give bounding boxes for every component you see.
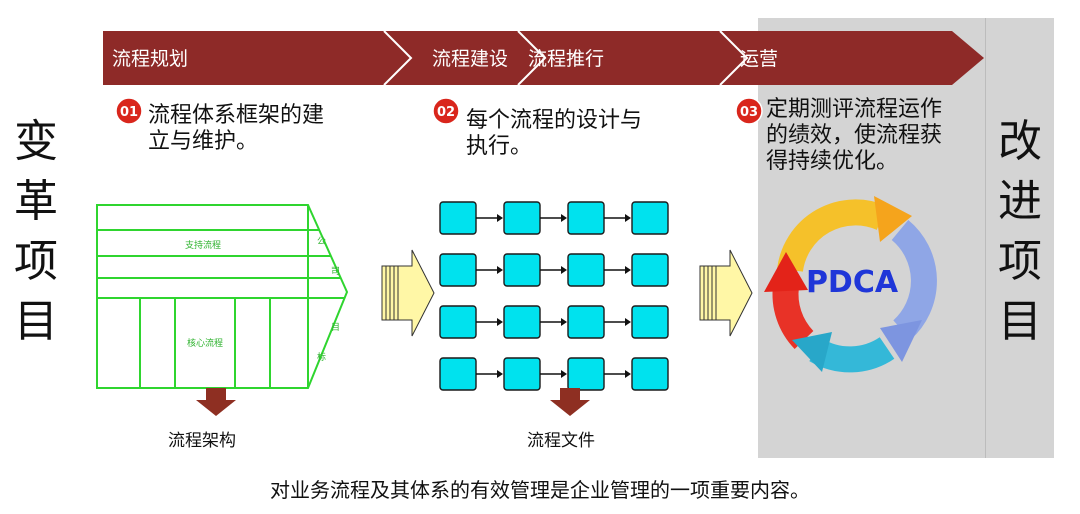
process-document-box xyxy=(503,201,541,235)
core-process-label: 核心流程 xyxy=(187,337,223,349)
step-line: 流程体系框架的建 xyxy=(148,103,325,128)
step-line: 立与维护。 xyxy=(148,129,259,154)
process-document-box xyxy=(631,357,669,391)
step-line: 执行。 xyxy=(466,134,533,159)
process-document-box xyxy=(631,305,669,339)
process-document-box xyxy=(503,253,541,287)
process-flow-arrowhead xyxy=(625,318,631,326)
badge-number: 02 xyxy=(437,105,455,120)
pdca-arrowhead xyxy=(874,196,912,242)
pdca-arc-act xyxy=(772,284,814,350)
banner-shape xyxy=(103,31,984,85)
pdca-cycle: PDCA xyxy=(764,196,937,373)
step-description: 定期测评流程运作 的绩效，使流程获 得持续优化。 xyxy=(766,97,942,175)
process-document-box xyxy=(567,305,605,339)
process-flow-arrowhead xyxy=(625,370,631,378)
pdca-arrowhead xyxy=(764,252,808,292)
chevron-banner xyxy=(103,30,984,86)
process-flow-arrowhead xyxy=(561,214,567,222)
goal-label-char: 司 xyxy=(331,266,340,277)
banner-step-label: 流程建设 xyxy=(432,48,509,70)
process-document-box xyxy=(503,305,541,339)
step-badge: 03 xyxy=(735,97,763,125)
process-document-box xyxy=(439,253,477,287)
process-flow-arrowhead xyxy=(625,266,631,274)
process-document-box xyxy=(631,201,669,235)
step-line: 定期测评流程运作 xyxy=(766,97,943,122)
pdca-arrowhead xyxy=(792,332,832,372)
process-document-box xyxy=(567,201,605,235)
left-label-char: 项 xyxy=(14,236,58,287)
right-label-char: 进 xyxy=(998,176,1042,227)
pdca-arc-do xyxy=(891,219,937,340)
banner-step-label: 运营 xyxy=(740,48,779,70)
process-flow-arrowhead xyxy=(497,214,503,222)
down-arrow xyxy=(550,388,590,416)
right-label-char: 目 xyxy=(998,296,1042,347)
transition-arrow xyxy=(699,249,753,337)
process-flow-arrowhead xyxy=(497,318,503,326)
left-vertical-label: 变 革 项 目 xyxy=(6,112,66,352)
badge-number: 01 xyxy=(120,105,138,120)
badge-number: 03 xyxy=(740,105,758,120)
pdca-arc-plan xyxy=(777,199,888,273)
process-document-box xyxy=(631,253,669,287)
left-label-char: 目 xyxy=(14,296,58,347)
step-badge: 02 xyxy=(432,97,460,125)
process-flow-arrowhead xyxy=(625,214,631,222)
process-document-box xyxy=(439,201,477,235)
banner-step-label: 流程推行 xyxy=(528,48,605,70)
right-label-char: 改 xyxy=(998,116,1042,167)
transition-arrow xyxy=(381,249,435,337)
process-flow-arrowhead xyxy=(561,370,567,378)
process-document-box xyxy=(567,357,605,391)
process-document-box xyxy=(439,357,477,391)
process-document-box xyxy=(503,357,541,391)
process-documents-caption: 流程文件 xyxy=(527,431,595,451)
step-badge: 01 xyxy=(115,97,143,125)
process-document-box xyxy=(567,253,605,287)
banner-chevron-separator xyxy=(517,30,547,86)
left-label-char: 变 xyxy=(14,116,58,167)
process-flow-arrowhead xyxy=(497,370,503,378)
support-process-label: 支持流程 xyxy=(185,239,221,251)
left-label-char: 革 xyxy=(14,176,58,227)
pdca-label: PDCA xyxy=(806,265,899,300)
goal-label-char: 标 xyxy=(317,351,326,363)
process-architecture-caption: 流程架构 xyxy=(168,431,236,451)
step-line: 每个流程的设计与 xyxy=(466,108,643,133)
framework-outline xyxy=(96,204,349,389)
process-flow-arrowhead xyxy=(561,318,567,326)
process-flow-arrowhead xyxy=(561,266,567,274)
goal-label-char: 目 xyxy=(331,322,340,333)
pdca-arrowhead xyxy=(880,320,922,362)
process-document-grid xyxy=(439,201,669,391)
right-label-char: 项 xyxy=(998,236,1042,287)
panel-divider xyxy=(985,18,986,458)
banner-chevron-separator xyxy=(383,30,413,86)
banner-step-label: 流程规划 xyxy=(112,48,189,70)
step-line: 得持续优化。 xyxy=(766,149,899,174)
down-arrow xyxy=(196,388,236,416)
process-flow-arrowhead xyxy=(497,266,503,274)
step-description: 流程体系框架的建 立与维护。 xyxy=(148,103,324,155)
right-vertical-label: 改 进 项 目 xyxy=(990,112,1050,352)
goal-label-char: 公 xyxy=(317,236,326,247)
footer-summary: 对业务流程及其体系的有效管理是企业管理的一项重要内容。 xyxy=(270,478,810,502)
process-document-box xyxy=(439,305,477,339)
step-description: 每个流程的设计与 执行。 xyxy=(466,108,642,160)
banner-chevron-separator xyxy=(719,30,749,86)
process-framework-diagram: 支持流程 核心流程 公 司 目 标 xyxy=(96,204,349,389)
step-line: 的绩效，使流程获 xyxy=(766,123,943,148)
